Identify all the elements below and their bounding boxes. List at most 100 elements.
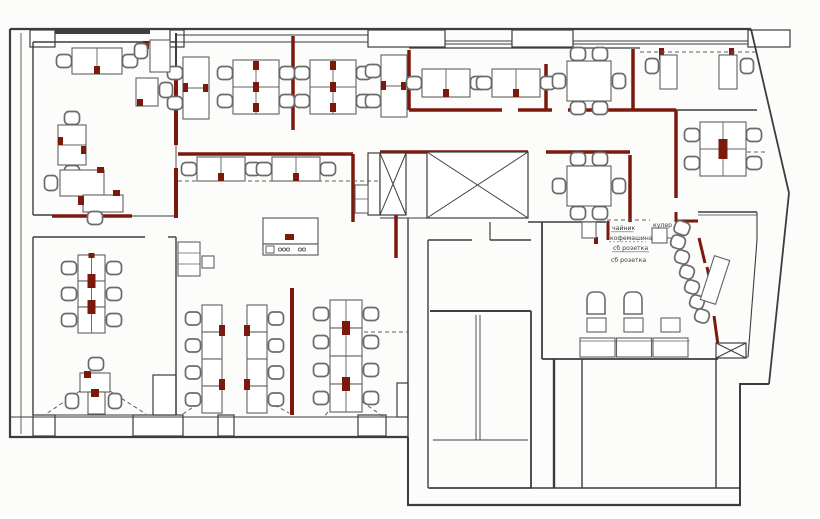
chair	[405, 75, 423, 91]
label: сб розетка	[613, 244, 648, 252]
label: чайник	[612, 224, 636, 232]
power-socket	[88, 253, 95, 258]
desk-pair	[255, 156, 337, 182]
power-socket	[183, 83, 188, 92]
chair	[569, 46, 587, 62]
power-socket	[219, 379, 225, 390]
wall-pillar	[29, 29, 56, 48]
desk	[718, 54, 738, 90]
power-socket	[293, 173, 299, 181]
desk-bank	[244, 304, 285, 414]
power-socket	[443, 89, 449, 97]
chair	[312, 390, 330, 406]
desk	[82, 194, 124, 213]
desk-pod	[216, 59, 296, 115]
power-socket	[58, 137, 63, 145]
desk-bank	[60, 253, 123, 334]
chair	[312, 334, 330, 350]
chair	[312, 362, 330, 378]
power-socket	[113, 190, 120, 196]
power-socket	[401, 82, 406, 90]
desk-pod	[683, 121, 763, 177]
shaft-x-box	[426, 151, 529, 219]
chair	[475, 75, 493, 91]
power-socket	[330, 103, 336, 112]
wall-pillar	[511, 29, 574, 48]
chair	[569, 151, 587, 167]
chair	[133, 42, 149, 60]
accent-wall	[697, 237, 707, 264]
shaft-x-box	[715, 342, 747, 359]
chair	[611, 177, 627, 195]
lounge-chair	[693, 308, 711, 324]
chair	[745, 155, 763, 171]
wall-pillar	[152, 374, 177, 416]
power-socket	[97, 167, 104, 173]
desk	[246, 331, 268, 360]
wall	[768, 192, 790, 385]
chair	[591, 46, 609, 62]
chair	[60, 286, 78, 302]
chair	[180, 161, 198, 177]
chair	[105, 312, 123, 328]
chair	[158, 81, 174, 99]
desk-pair	[166, 56, 210, 120]
chair	[551, 72, 567, 90]
shaft-x-box	[379, 152, 407, 216]
chair	[87, 356, 105, 372]
wall-pillar	[32, 414, 56, 437]
desk	[201, 385, 223, 414]
desk	[149, 39, 171, 73]
chair	[591, 151, 609, 167]
power-socket	[253, 61, 259, 70]
chair	[278, 93, 296, 109]
wall-pillar	[217, 414, 235, 437]
desk-pair	[364, 54, 408, 118]
power-socket	[342, 377, 350, 391]
power-socket	[381, 81, 386, 90]
furniture-layer	[43, 39, 763, 415]
counter	[579, 337, 616, 358]
armchair	[586, 291, 606, 315]
chair	[216, 93, 234, 109]
chair	[739, 57, 755, 75]
cabinet	[354, 184, 369, 214]
chair	[86, 210, 104, 226]
chair	[569, 205, 587, 221]
chair	[255, 161, 273, 177]
cabinet	[581, 221, 597, 239]
wall	[747, 239, 758, 358]
wall-pillar	[357, 414, 387, 437]
lounge-chair	[673, 249, 691, 265]
power-socket	[330, 82, 336, 92]
chair	[278, 65, 296, 81]
wall	[750, 28, 790, 194]
chair	[184, 365, 202, 380]
desk	[659, 54, 678, 90]
wall-pillar	[747, 29, 791, 48]
meeting-table	[551, 151, 627, 221]
wall-thick	[55, 30, 150, 34]
desk-bank	[312, 299, 380, 413]
chair	[312, 306, 330, 322]
power-socket	[137, 99, 143, 106]
chair	[362, 390, 380, 406]
chair	[43, 174, 59, 192]
desk	[246, 385, 268, 414]
chair	[673, 219, 691, 237]
chair	[60, 312, 78, 328]
desk	[59, 169, 105, 197]
chair	[364, 93, 382, 109]
chair	[60, 260, 78, 276]
power-socket	[718, 139, 728, 159]
armchair	[623, 291, 643, 315]
lounge-chair	[669, 234, 687, 250]
chair	[591, 100, 609, 116]
wall-pillar	[367, 29, 446, 48]
chair	[184, 338, 202, 353]
accent-post	[594, 237, 598, 244]
label: кофемашина	[610, 235, 653, 242]
power-socket	[244, 325, 250, 336]
